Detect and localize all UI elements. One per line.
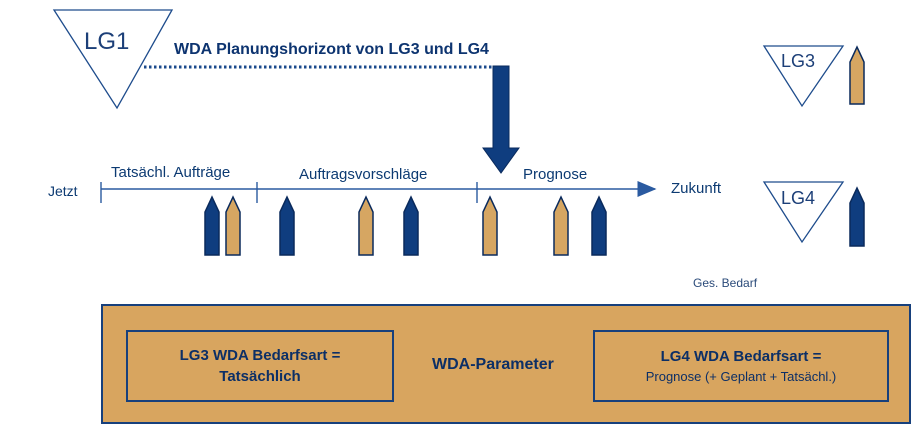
lg3-label: LG3 — [781, 51, 816, 71]
lg3-parameter-box: LG3 WDA Bedarfsart = Tatsächlich — [126, 330, 394, 402]
lg4-marker — [849, 186, 865, 247]
lg1-triangle — [52, 9, 174, 110]
timeline-marker-dark — [591, 195, 607, 256]
timeline-marker-dark — [204, 195, 220, 256]
wda-parameter-label: WDA-Parameter — [432, 356, 554, 373]
lg4-parameter-box: LG4 WDA Bedarfsart = Prognose (+ Geplant… — [593, 330, 889, 402]
lg4-triangle — [762, 181, 845, 244]
timeline-marker-dark — [279, 195, 295, 256]
timeline-start-label: Jetzt — [48, 183, 78, 199]
lg4-parameter-value: Prognose (+ Geplant + Tatsächl.) — [645, 369, 837, 384]
lg3-marker — [849, 45, 865, 105]
lg4-label: LG4 — [781, 188, 816, 208]
lg1-label: LG1 — [84, 28, 130, 55]
segment-label-vorschlaege: Auftragsvorschläge — [299, 166, 428, 183]
horizon-down-arrow — [482, 65, 520, 174]
horizon-label: WDA Planungshorizont von LG3 und LG4 — [174, 41, 489, 58]
lg4-parameter-title: LG4 WDA Bedarfsart = — [660, 348, 822, 365]
timeline-marker-tan — [553, 195, 569, 256]
timeline-marker-tan — [482, 195, 498, 256]
wda-parameter-box: LG3 WDA Bedarfsart = Tatsächlich WDA-Par… — [101, 304, 911, 424]
lg3-parameter-title: LG3 WDA Bedarfsart = — [179, 347, 341, 364]
ges-bedarf-label: Ges. Bedarf — [693, 276, 758, 290]
segment-label-prognose: Prognose — [523, 166, 588, 183]
lg3-parameter-value: Tatsächlich — [219, 368, 301, 385]
timeline-markers — [204, 195, 607, 256]
timeline-marker-tan — [358, 195, 374, 256]
lg3-triangle — [762, 45, 845, 108]
timeline-marker-dark — [403, 195, 419, 256]
timeline-end-label: Zukunft — [671, 180, 722, 197]
segment-label-tatsaechl: Tatsächl. Aufträge — [111, 164, 231, 181]
timeline-marker-tan — [225, 195, 241, 256]
